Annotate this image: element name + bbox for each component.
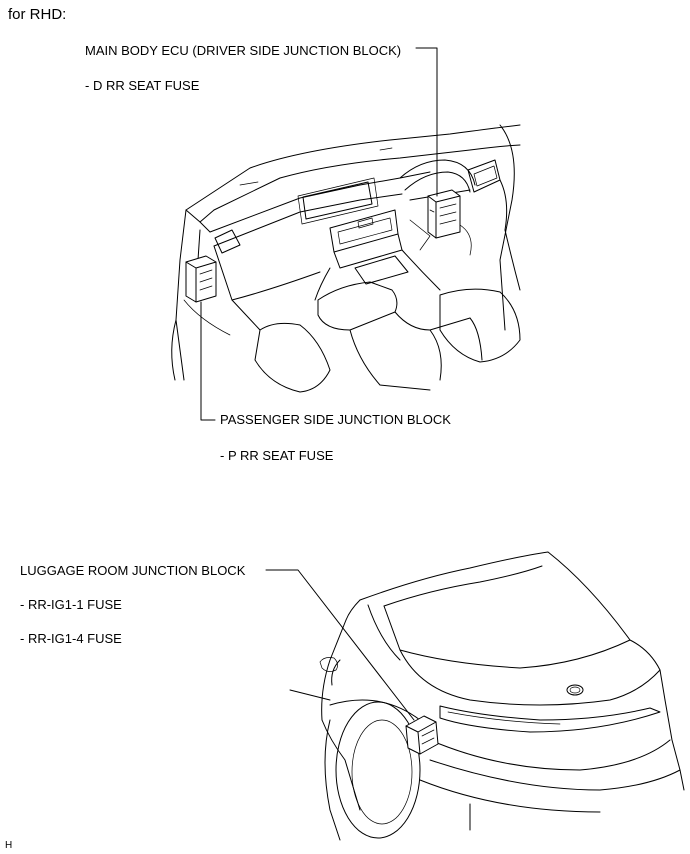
luggage-jb-leader (265, 569, 415, 721)
dash-top-edge (185, 124, 521, 211)
rear-wheel (335, 701, 421, 839)
passenger-jb-fuse-label: - P RR SEAT FUSE (220, 448, 334, 463)
main-body-ecu-label: MAIN BODY ECU (DRIVER SIDE JUNCTION BLOC… (85, 43, 402, 58)
rear-window (359, 551, 631, 641)
passenger-jb-leader (200, 301, 216, 421)
dashboard-illustration (171, 47, 521, 421)
main-body-ecu-box (427, 189, 461, 239)
figure-code: H (5, 840, 13, 851)
tail-light (439, 705, 661, 733)
console-armrest (317, 281, 398, 331)
main-body-ecu-leader (415, 47, 438, 197)
main-body-ecu-fuse-label: - D RR SEAT FUSE (85, 78, 200, 93)
luggage-jb-box (405, 715, 439, 755)
luggage-fuse-1-label: - RR-IG1-1 FUSE (20, 597, 122, 612)
page-heading: for RHD: (8, 6, 67, 23)
driver-seat (439, 288, 521, 363)
center-display (302, 181, 373, 220)
trunk-lid (399, 649, 661, 706)
rear-emblem (566, 684, 584, 696)
passenger-jb-box (185, 255, 217, 303)
rear-car-illustration (265, 551, 685, 841)
luggage-fuse-2-label: - RR-IG1-4 FUSE (20, 631, 122, 646)
passenger-jb-label: PASSENGER SIDE JUNCTION BLOCK (220, 412, 451, 427)
passenger-seat (254, 322, 331, 393)
cluster-hood (399, 159, 476, 186)
luggage-jb-label: LUGGAGE ROOM JUNCTION BLOCK (20, 563, 246, 578)
